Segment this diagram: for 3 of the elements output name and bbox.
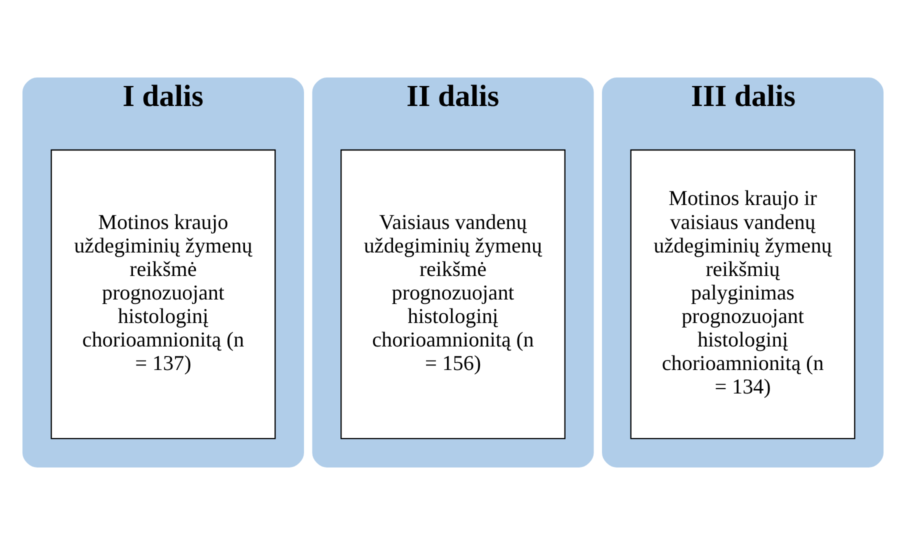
node-box: Motinos kraujo ir vaisiaus vandenų uždegiminių žymenų reikšmių palyginimas prognozuojant histologinį chorioamnionitą (n = 134) — [630, 149, 856, 440]
node-box: Vaisiaus vandenų uždegiminių žymenų reikšmė prognozuojant histologinį chorioamnionitą (n = 156) — [340, 149, 566, 440]
node-box: Motinos kraujo uždegiminių žymenų reikšmė prognozuojant histologinį chorioamnionitą (n = 137) — [50, 149, 276, 440]
